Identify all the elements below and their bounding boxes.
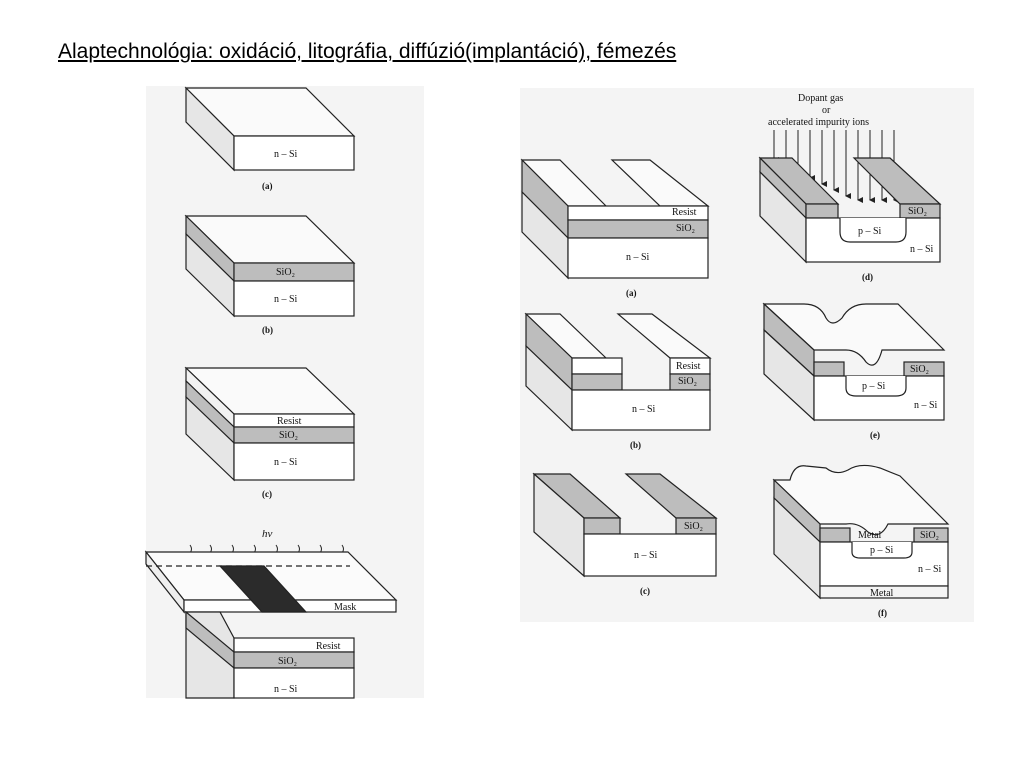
- right-d-psi-label: p – Si: [858, 226, 882, 237]
- left-b-nsi-label: n – Si: [274, 294, 298, 305]
- right-a-sio2-label: SiO₂: [676, 223, 695, 234]
- right-e-caption: (e): [870, 430, 880, 440]
- right-d-nsi-label: n – Si: [910, 244, 934, 255]
- right-f-sio2-label: SiO₂: [920, 530, 939, 541]
- right-c-nsi-label: n – Si: [634, 550, 658, 561]
- left-d-mask-plate: [144, 550, 398, 614]
- right-e-nsi-label: n – Si: [914, 400, 938, 411]
- left-step-c-block: [184, 366, 356, 482]
- right-fig-b-block: [524, 312, 712, 432]
- left-step-d-block: [185, 610, 355, 699]
- left-d-resist-label: Resist: [316, 641, 341, 652]
- left-d-sio2-label: SiO₂: [278, 656, 297, 667]
- right-c-caption: (c): [640, 586, 650, 596]
- right-a-caption: (a): [626, 288, 637, 298]
- right-b-caption: (b): [630, 440, 641, 450]
- right-a-resist-label: Resist: [672, 207, 697, 218]
- left-c-caption: (c): [262, 489, 272, 499]
- right-f-nsi-label: n – Si: [918, 564, 942, 575]
- left-b-caption: (b): [262, 325, 273, 335]
- right-f-caption: (f): [878, 608, 887, 618]
- right-fig-a-block: [520, 158, 710, 280]
- right-f-metal-top-label: Metal: [858, 530, 882, 541]
- right-a-nsi-label: n – Si: [626, 252, 650, 263]
- right-d-dopant-line2: or: [822, 105, 831, 116]
- right-fig-e-block: [762, 302, 946, 422]
- right-d-dopant-line1: Dopant gas: [798, 93, 843, 104]
- left-step-a-block: [184, 86, 356, 172]
- left-d-mask-label: Mask: [334, 602, 356, 613]
- left-a-caption: (a): [262, 181, 273, 191]
- right-fig-f-block: [772, 464, 950, 600]
- slide-title: Alaptechnológia: oxidáció, litográfia, d…: [58, 40, 677, 63]
- left-step-b-block: [184, 214, 356, 318]
- left-c-resist-label: Resist: [277, 416, 302, 427]
- right-f-metal-bottom-label: Metal: [870, 588, 894, 599]
- right-f-psi-label: p – Si: [870, 545, 894, 556]
- right-fig-c-block: [532, 472, 718, 578]
- right-d-caption: (d): [862, 272, 873, 282]
- left-d-nsi-label: n – Si: [274, 684, 298, 695]
- right-c-sio2-label: SiO₂: [684, 521, 703, 532]
- right-e-sio2-label: SiO₂: [910, 364, 929, 375]
- left-d-hv-label: hν: [262, 528, 273, 540]
- right-b-nsi-label: n – Si: [632, 404, 656, 415]
- right-d-dopant-line3: accelerated impurity ions: [768, 117, 869, 128]
- left-c-nsi-label: n – Si: [274, 457, 298, 468]
- left-c-sio2-label: SiO₂: [279, 430, 298, 441]
- right-b-sio2-label: SiO₂: [678, 376, 697, 387]
- left-b-sio2-label: SiO₂: [276, 267, 295, 278]
- right-b-resist-label: Resist: [676, 361, 701, 372]
- right-fig-d-block: [758, 156, 942, 264]
- left-a-nsi-label: n – Si: [274, 149, 298, 160]
- right-e-psi-label: p – Si: [862, 381, 886, 392]
- right-d-sio2-label: SiO₂: [908, 206, 927, 217]
